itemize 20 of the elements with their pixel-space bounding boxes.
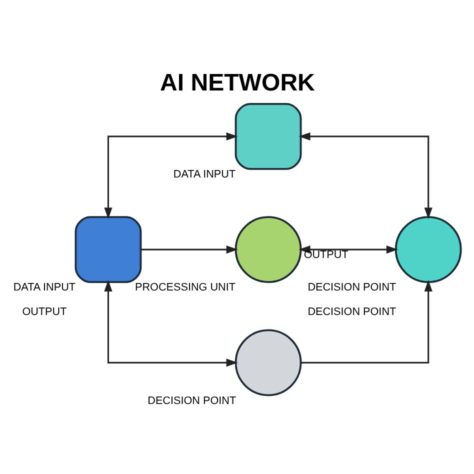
node-label: DATA INPUT (13, 281, 76, 294)
diagram-title: AI NETWORK (160, 69, 315, 96)
arrow (104, 132, 238, 219)
node-label: OUTPUT (22, 305, 67, 318)
node-box (74, 216, 142, 282)
node-circle (234, 328, 302, 396)
node-circle (394, 216, 462, 282)
arrow (141, 244, 238, 254)
node-label: DECISION POINT (308, 305, 396, 318)
arrow (298, 244, 398, 254)
node-label: DECISION POINT (308, 281, 396, 294)
node-label: PROCESSING UNIT (135, 281, 236, 294)
arrow (301, 279, 432, 363)
node-box (234, 102, 302, 170)
node-label: DECISION POINT (148, 394, 236, 406)
arrow (104, 279, 238, 366)
edge-label: OUTPUT (304, 248, 348, 261)
node-circle (234, 216, 302, 282)
arrow (298, 132, 432, 219)
node-label: DATA INPUT (173, 168, 236, 180)
